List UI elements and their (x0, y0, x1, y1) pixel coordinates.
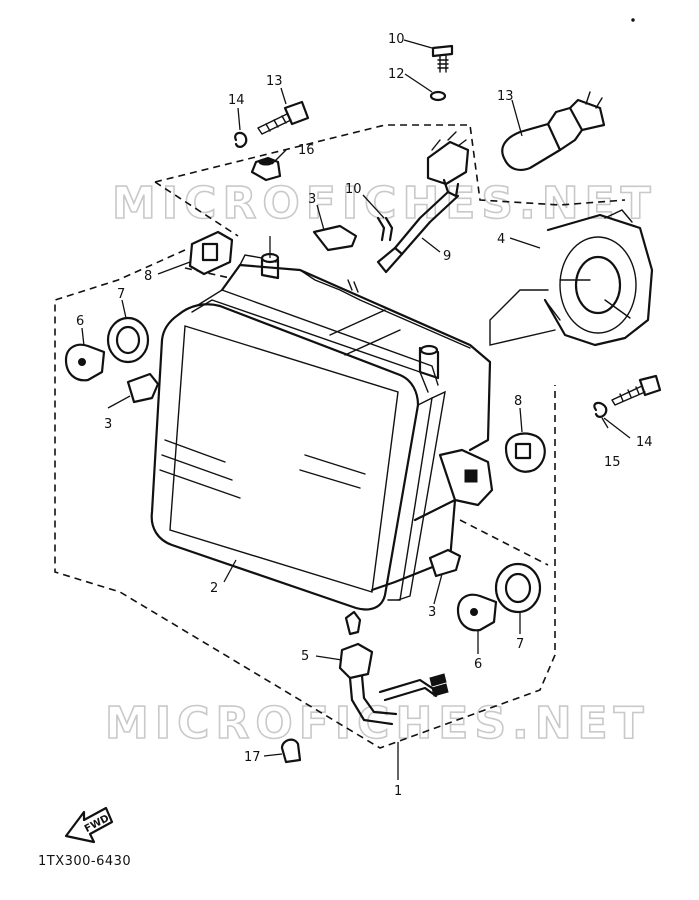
callout-3-top: 3 (308, 192, 316, 207)
watermark-bottom: MICROFICHES.NET (105, 698, 650, 749)
position-lamp-socket (338, 610, 449, 726)
callout-14-top: 14 (228, 93, 245, 108)
grommet-8-left (188, 230, 234, 276)
screw-16 (431, 44, 454, 73)
callout-7-right: 7 (516, 637, 524, 652)
assembly-boundary (54, 124, 626, 749)
callout-16: 10 (388, 32, 405, 47)
adjuster-6-left (64, 343, 106, 382)
callout-15: 16 (298, 143, 315, 158)
callout-7-left: 7 (117, 287, 125, 302)
callout-5: 5 (301, 649, 309, 664)
part-code: 1TX300-6430 (38, 854, 131, 869)
clip-10 (376, 216, 394, 242)
callout-17: 12 (388, 67, 405, 82)
ring-7-right (494, 562, 542, 614)
washer-17 (429, 90, 447, 102)
callout-8-right: 8 (514, 394, 522, 409)
bolt-13-top (257, 100, 310, 135)
leader-lines (81, 39, 631, 780)
clip-14-top (234, 131, 248, 148)
callout-13-top: 13 (266, 74, 283, 89)
ring-7-left (106, 316, 150, 364)
watermark-top: MICROFICHES.NET (112, 178, 657, 229)
bolt-13-right (611, 374, 662, 406)
callout-numbers: 10 12 13 13 14 16 3 10 9 4 8 7 6 3 8 14 … (76, 32, 653, 799)
position-bulb-11 (280, 738, 302, 764)
rear-cover (489, 209, 654, 347)
headlight-bulb (501, 91, 606, 171)
clip-3-left (126, 372, 160, 404)
callout-14-right: 15 (604, 455, 621, 470)
svg-text:FWD: FWD (83, 813, 111, 835)
callout-6-right: 6 (474, 657, 482, 672)
speck (631, 18, 635, 22)
callout-4: 4 (497, 232, 505, 247)
callout-2: 2 (210, 581, 218, 596)
bulb-socket (376, 131, 470, 274)
clip-3-bottom (428, 548, 462, 578)
adjuster-6-right (456, 593, 498, 632)
grommet-15 (250, 156, 282, 182)
callout-3-left: 3 (104, 417, 112, 432)
callout-12: 13 (497, 89, 514, 104)
forward-arrow-icon: FWD (64, 806, 114, 844)
callout-11: 17 (244, 750, 261, 765)
callout-9: 9 (443, 249, 451, 264)
callout-1: 1 (394, 784, 402, 799)
callout-3-bottom: 3 (428, 605, 436, 620)
callout-8-left: 8 (144, 269, 152, 284)
callout-10: 10 (345, 182, 362, 197)
callout-6-left: 6 (76, 314, 84, 329)
clip-14-right (593, 401, 608, 418)
grommet-8-right (504, 432, 546, 473)
clip-3-top (312, 224, 358, 252)
callout-13-right: 14 (636, 435, 653, 450)
headlight-lens-unit (150, 289, 446, 611)
